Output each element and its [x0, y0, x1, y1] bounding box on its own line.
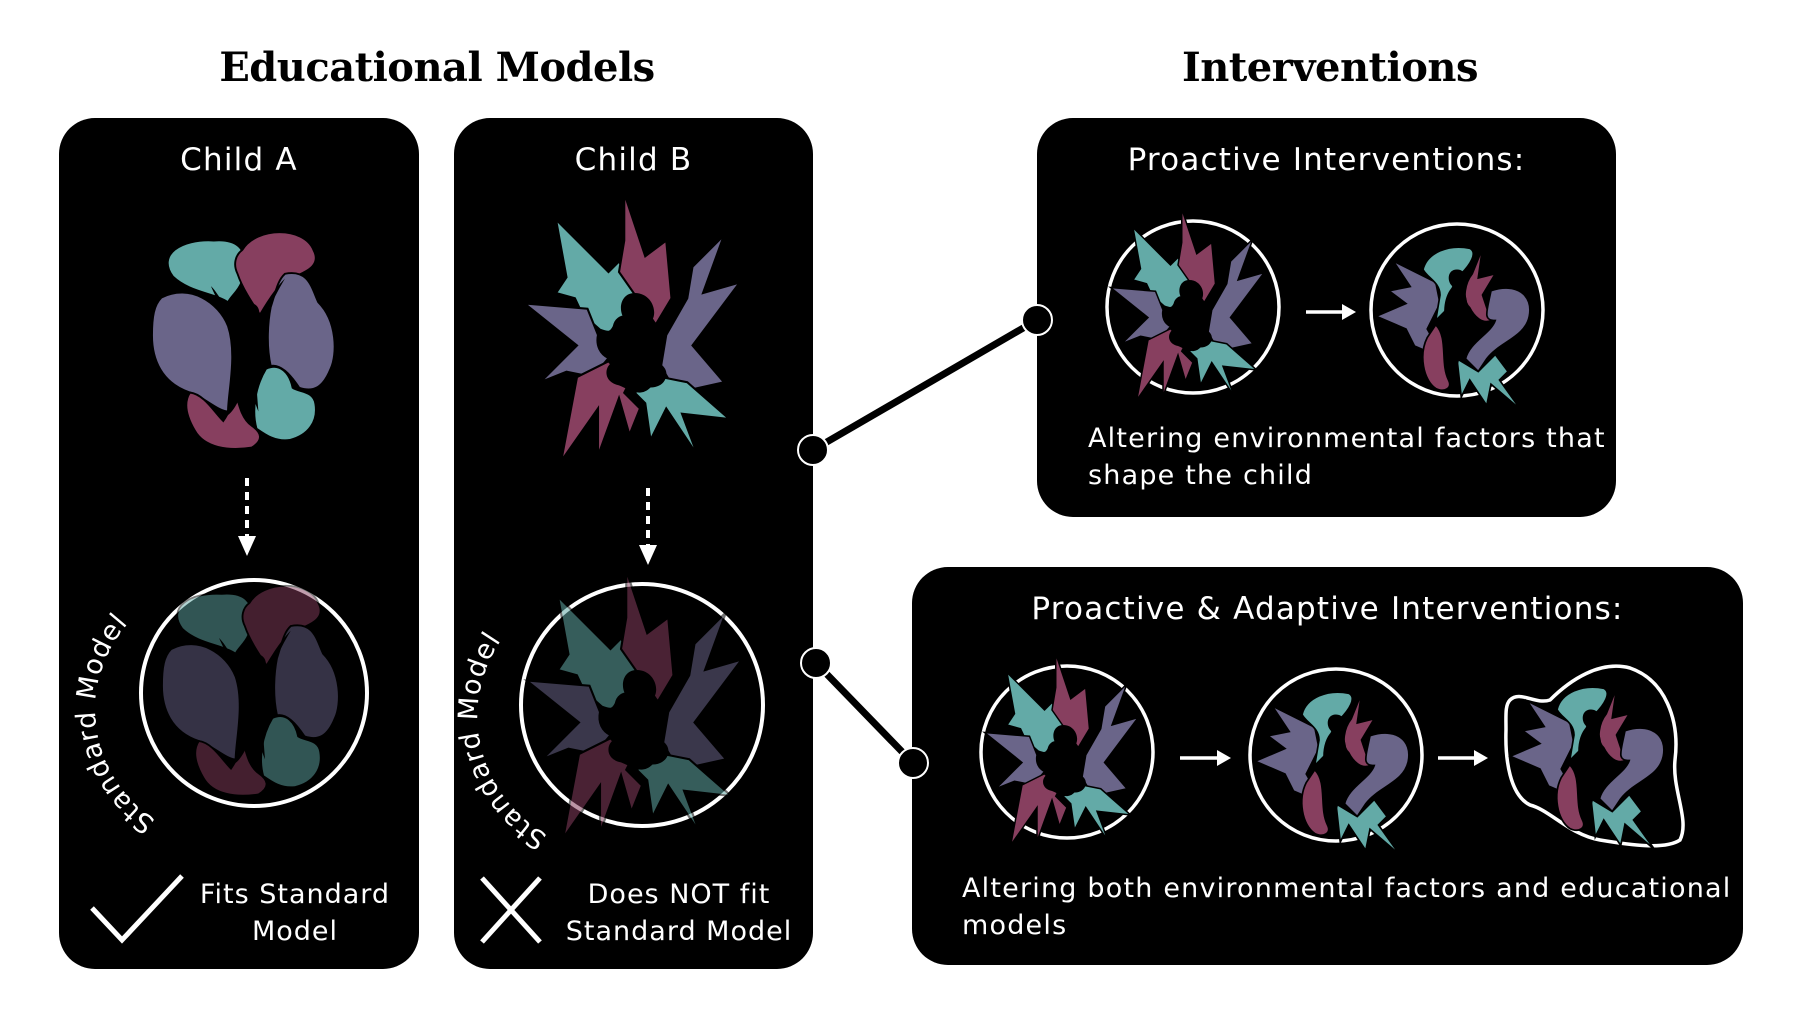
adaptive-title: Proactive & Adaptive Interventions:: [1031, 591, 1624, 627]
child-a-verdict-line1: Fits Standard: [199, 879, 391, 910]
checkmark-icon: [90, 874, 184, 944]
adaptive-step-2: [1248, 667, 1424, 856]
interventions-heading: Interventions: [1181, 44, 1479, 91]
child-b-figure: [523, 192, 741, 463]
adaptive-caption: Altering both environmental factors and …: [962, 870, 1731, 944]
connector-proactive: [797, 304, 1053, 466]
connector-adaptive: [800, 647, 929, 779]
child-a-verdict: Fits Standard Model: [190, 876, 400, 950]
adaptive-step-3: [1504, 664, 1685, 851]
adaptive-arrow-2-icon: [1438, 750, 1488, 766]
cross-icon: [480, 876, 542, 944]
arrow-head-b-icon: [639, 545, 657, 565]
child-b-verdict: Does NOT fit Standard Model: [555, 876, 803, 950]
adaptive-caption-line1: Altering both environmental factors and …: [962, 873, 1732, 904]
proactive-caption-line1: Altering environmental factors that: [1088, 423, 1606, 454]
child-b-standard-model: [519, 569, 765, 840]
child-b-title: Child B: [574, 142, 693, 178]
child-b-verdict-line1: Does NOT fit: [587, 879, 771, 910]
child-a-title: Child A: [180, 142, 298, 178]
adaptive-arrow-1-icon: [1180, 750, 1231, 766]
adaptive-step-1: [979, 653, 1155, 846]
child-a-standard-model: [139, 578, 369, 808]
educational-models-heading: Educational Models: [219, 44, 655, 91]
arrow-head-a-icon: [238, 536, 256, 556]
proactive-caption: Altering environmental factors that shap…: [1088, 420, 1606, 494]
child-a-figure: [151, 231, 336, 450]
proactive-arrow-icon: [1306, 304, 1356, 320]
proactive-caption-line2: shape the child: [1088, 460, 1314, 491]
child-a-verdict-line2: Model: [251, 916, 339, 947]
proactive-after: [1369, 222, 1545, 411]
proactive-before: [1105, 208, 1281, 401]
adaptive-caption-line2: models: [962, 910, 1068, 941]
child-b-verdict-line2: Standard Model: [565, 916, 793, 947]
proactive-title: Proactive Interventions:: [1127, 142, 1526, 178]
child-b-model-label: Standard Model: [453, 626, 552, 855]
